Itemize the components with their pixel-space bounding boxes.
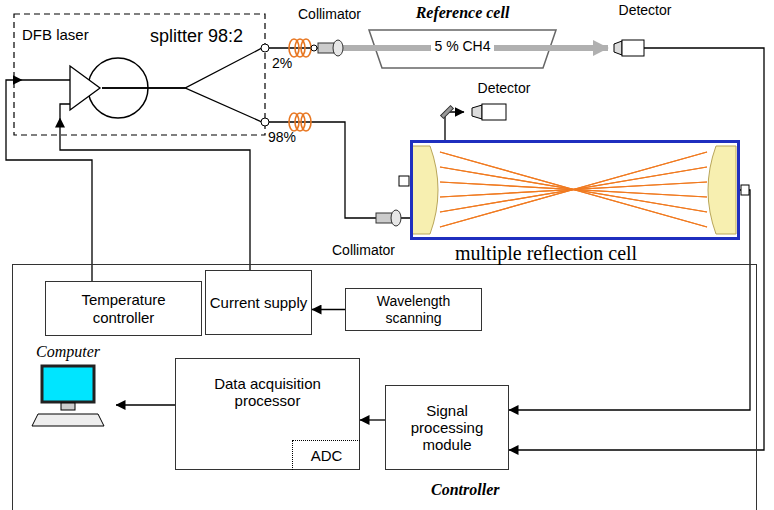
multiple-reflection-cell: multiple reflection cell	[410, 140, 740, 240]
label-holder: 2%	[272, 55, 292, 71]
node-label: Signal processing module	[389, 402, 505, 454]
coil-loop	[295, 39, 305, 57]
computer-monitor	[42, 366, 94, 402]
coil-loop	[301, 113, 311, 131]
collimator-lens	[333, 40, 343, 56]
process-box: Wavelength scanning	[345, 288, 482, 331]
coil-loop	[289, 39, 299, 57]
node-label: Detector	[619, 2, 672, 18]
process-box: Data acquisition processorADC	[175, 358, 360, 470]
signal-line	[60, 118, 250, 270]
label-holder: Collimator	[298, 6, 361, 22]
collimator-body	[318, 43, 334, 53]
process-box: Temperature controller	[45, 281, 202, 336]
signal-line	[116, 404, 175, 405]
fiber-coil	[289, 113, 311, 131]
fiber-port	[261, 118, 269, 126]
reference-cell: Reference cell 5 % CH4	[365, 4, 560, 70]
cell-mirror	[412, 146, 438, 234]
signal-line	[360, 419, 385, 420]
detector-window	[472, 105, 482, 119]
cell-fitting	[399, 176, 409, 186]
laser-unit: DFB laser	[22, 26, 102, 118]
label-holder: splitter 98:2	[150, 26, 243, 47]
detector-wire	[644, 47, 682, 48]
detector-body	[482, 104, 506, 120]
fiber-port	[311, 45, 317, 51]
node-label: Detector	[478, 80, 531, 96]
cell-fitting	[741, 185, 749, 195]
laser-beam	[440, 152, 707, 227]
node-label: Computer	[36, 343, 100, 361]
laser-beam	[440, 152, 707, 227]
signal-line	[312, 309, 345, 310]
node-sublabel: 5 % CH4	[431, 38, 493, 54]
cell-mirror	[708, 146, 736, 234]
node-label: Wavelength scanning	[349, 293, 478, 325]
mirror	[441, 106, 454, 119]
node-label: Reference cell	[416, 4, 510, 22]
collimator-lens	[391, 210, 401, 226]
fiber-port	[261, 44, 269, 52]
coil-loop	[289, 113, 299, 131]
adc-region: ADC	[292, 440, 360, 470]
computer: Computer	[36, 343, 116, 443]
node-label: Current supply	[210, 294, 308, 311]
laser-beam	[440, 152, 707, 227]
label-holder: Collimator	[332, 242, 395, 258]
light-beam	[556, 45, 608, 51]
computer-stand	[61, 403, 75, 410]
process-box: Signal processing module	[385, 385, 509, 470]
process-box: Current supply	[205, 270, 312, 335]
component-label: splitter 98:2	[150, 26, 243, 47]
computer-keyboard	[32, 414, 104, 426]
detector-body	[622, 40, 644, 56]
detector-window	[614, 41, 622, 55]
collimator-body	[376, 213, 392, 223]
component-label: Collimator	[332, 242, 395, 258]
ratio-label: 2%	[272, 55, 292, 71]
laser-wire	[22, 79, 70, 80]
reflection-beams	[440, 152, 707, 227]
node-label: Controller	[431, 481, 499, 499]
controller-box: Controller Temperature controller Current …	[12, 264, 757, 510]
component-label: Collimator	[298, 6, 361, 22]
laser-beam	[440, 152, 707, 227]
node-label: Data acquisition processor	[193, 375, 343, 410]
laser-module-outline	[14, 14, 265, 135]
coil-loop	[295, 113, 305, 131]
fiber-coil	[289, 39, 311, 57]
node-label: DFB laser	[22, 26, 89, 43]
light-beam	[343, 45, 368, 51]
node-label: multiple reflection cell	[455, 242, 637, 265]
coil-loop	[301, 39, 311, 57]
detector: Detector	[464, 80, 544, 124]
signal-line	[445, 112, 464, 140]
detector: Detector	[608, 2, 682, 64]
ratio-label: 98%	[268, 129, 296, 145]
label-holder: 98%	[268, 129, 296, 145]
signal-line	[6, 80, 92, 281]
laser-symbol	[70, 66, 100, 110]
node-label: ADC	[311, 447, 343, 464]
optical-fiber	[102, 48, 365, 88]
optical-fiber	[102, 88, 410, 218]
laser-wire	[60, 104, 70, 118]
node-label: Temperature controller	[49, 291, 198, 326]
